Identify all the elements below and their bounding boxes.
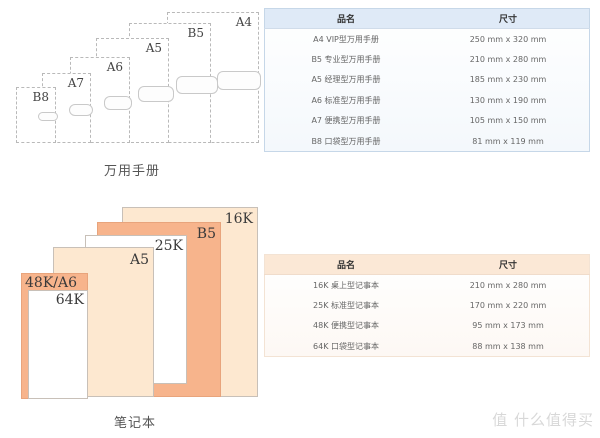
planner-label-a4: A4 bbox=[235, 15, 252, 29]
table-row: 25K 标准型记事本 170 mm x 220 mm bbox=[265, 295, 590, 316]
header-size: 尺寸 bbox=[427, 8, 590, 29]
notebook-label-b5: B5 bbox=[196, 226, 216, 242]
row-name: B5 专业型万用手册 bbox=[311, 54, 381, 64]
table-row: 16K 桌上型记事本 210 mm x 280 mm bbox=[265, 275, 590, 296]
notebook-sheet-64k: 64K bbox=[28, 290, 88, 399]
planner-clasp-a4 bbox=[217, 71, 261, 90]
table-row: A7 便携型万用手册 105 mm x 150 mm bbox=[265, 111, 590, 132]
table-header-row: 品名 尺寸 bbox=[264, 8, 590, 29]
header-size: 尺寸 bbox=[427, 254, 590, 275]
notebook-label-25k: 25K bbox=[154, 238, 183, 254]
planner-label-a7: A7 bbox=[67, 76, 84, 90]
row-name: A6 标准型万用手册 bbox=[311, 95, 381, 105]
watermark: 值 什么值得买 bbox=[492, 411, 594, 429]
row-size: 185 mm x 230 mm bbox=[469, 75, 547, 85]
row-size: 105 mm x 150 mm bbox=[469, 116, 547, 126]
notebook-label-64k: 64K bbox=[55, 292, 84, 308]
row-name: B8 口袋型万用手册 bbox=[311, 136, 381, 146]
row-size: 210 mm x 280 mm bbox=[469, 54, 547, 64]
table-header-row: 品名 尺寸 bbox=[264, 254, 590, 275]
row-name: 25K 标准型记事本 bbox=[313, 300, 379, 310]
row-size: 95 mm x 173 mm bbox=[472, 321, 544, 331]
table-row: B5 专业型万用手册 210 mm x 280 mm bbox=[265, 49, 590, 70]
row-name: A4 VIP型万用手册 bbox=[313, 34, 379, 44]
table-row: A6 标准型万用手册 130 mm x 190 mm bbox=[265, 90, 590, 111]
header-name: 品名 bbox=[264, 8, 427, 29]
notebook-label-48k-a6: 48K/A6 bbox=[25, 275, 78, 291]
notebook-caption: 笔记本 bbox=[114, 416, 157, 431]
table-row: 48K 便携型记事本 95 mm x 173 mm bbox=[265, 316, 590, 337]
row-name: A7 便携型万用手册 bbox=[311, 116, 381, 126]
notebook-label-16k: 16K bbox=[224, 211, 253, 227]
table-row: B8 口袋型万用手册 81 mm x 119 mm bbox=[265, 131, 590, 152]
row-size: 81 mm x 119 mm bbox=[472, 136, 544, 146]
row-size: 250 mm x 320 mm bbox=[469, 34, 547, 44]
row-name: 16K 桌上型记事本 bbox=[313, 280, 379, 290]
planner-clasp-a7 bbox=[69, 104, 93, 116]
table-row: A4 VIP型万用手册 250 mm x 320 mm bbox=[265, 29, 590, 50]
header-name: 品名 bbox=[264, 254, 427, 275]
planner-label-a6: A6 bbox=[106, 60, 123, 74]
row-name: 48K 便携型记事本 bbox=[313, 321, 379, 331]
row-name: A5 经理型万用手册 bbox=[311, 75, 381, 85]
row-name: 64K 口袋型记事本 bbox=[313, 341, 379, 351]
planner-clasp-b5 bbox=[176, 76, 218, 94]
planner-size-table: 品名 尺寸 A4 VIP型万用手册 250 mm x 320 mm B5 专业型… bbox=[264, 8, 590, 152]
table-row: A5 经理型万用手册 185 mm x 230 mm bbox=[265, 70, 590, 91]
planner-label-b8: B8 bbox=[32, 90, 49, 104]
row-size: 88 mm x 138 mm bbox=[472, 341, 544, 351]
row-size: 170 mm x 220 mm bbox=[469, 300, 547, 310]
notebook-size-table: 品名 尺寸 16K 桌上型记事本 210 mm x 280 mm 25K 标准型… bbox=[264, 254, 590, 357]
notebook-label-a5: A5 bbox=[129, 252, 149, 268]
planner-label-a5: A5 bbox=[145, 41, 162, 55]
row-size: 130 mm x 190 mm bbox=[469, 95, 547, 105]
planner-clasp-a5 bbox=[138, 86, 174, 102]
planner-clasp-b8 bbox=[38, 112, 58, 121]
table-row: 64K 口袋型记事本 88 mm x 138 mm bbox=[265, 336, 590, 357]
row-size: 210 mm x 280 mm bbox=[469, 280, 547, 290]
planner-caption: 万用手册 bbox=[104, 164, 161, 179]
planner-label-b5: B5 bbox=[187, 26, 204, 40]
planner-clasp-a6 bbox=[104, 96, 132, 110]
